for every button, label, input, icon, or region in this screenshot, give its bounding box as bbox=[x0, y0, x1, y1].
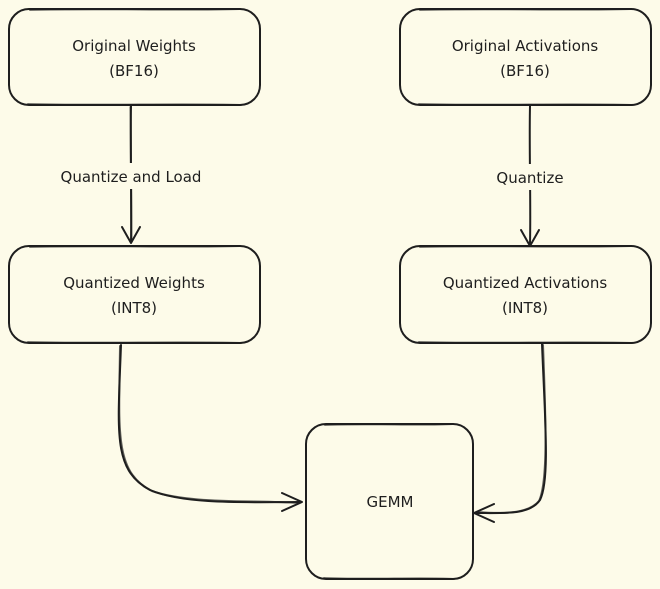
node-label-line2: (INT8) bbox=[502, 299, 548, 317]
node-label-line1: Quantized Activations bbox=[443, 274, 608, 292]
node-label-line1: Original Activations bbox=[452, 37, 599, 55]
node-label-line2: (BF16) bbox=[109, 62, 159, 80]
edge-label-quantize-and-load: Quantize and Load bbox=[48, 163, 214, 189]
edge-activations-to-gemm bbox=[473, 343, 547, 523]
node-label-line2: (BF16) bbox=[500, 62, 550, 80]
edge-label-text: Quantize bbox=[496, 169, 563, 187]
node-original-activations[interactable]: Original Activations (BF16) bbox=[399, 8, 652, 106]
edge-weights-to-gemm bbox=[117, 344, 303, 512]
edge-label-quantize: Quantize bbox=[486, 164, 574, 190]
node-label-line1: Quantized Weights bbox=[63, 274, 205, 292]
node-original-weights[interactable]: Original Weights (BF16) bbox=[8, 8, 261, 106]
node-label: GEMM bbox=[367, 493, 414, 511]
node-quantized-activations[interactable]: Quantized Activations (INT8) bbox=[399, 245, 652, 344]
node-quantized-weights[interactable]: Quantized Weights (INT8) bbox=[8, 245, 261, 344]
node-gemm[interactable]: GEMM bbox=[305, 423, 474, 580]
node-label-line1: Original Weights bbox=[72, 37, 196, 55]
node-label-line2: (INT8) bbox=[111, 299, 157, 317]
edge-label-text: Quantize and Load bbox=[61, 168, 202, 186]
